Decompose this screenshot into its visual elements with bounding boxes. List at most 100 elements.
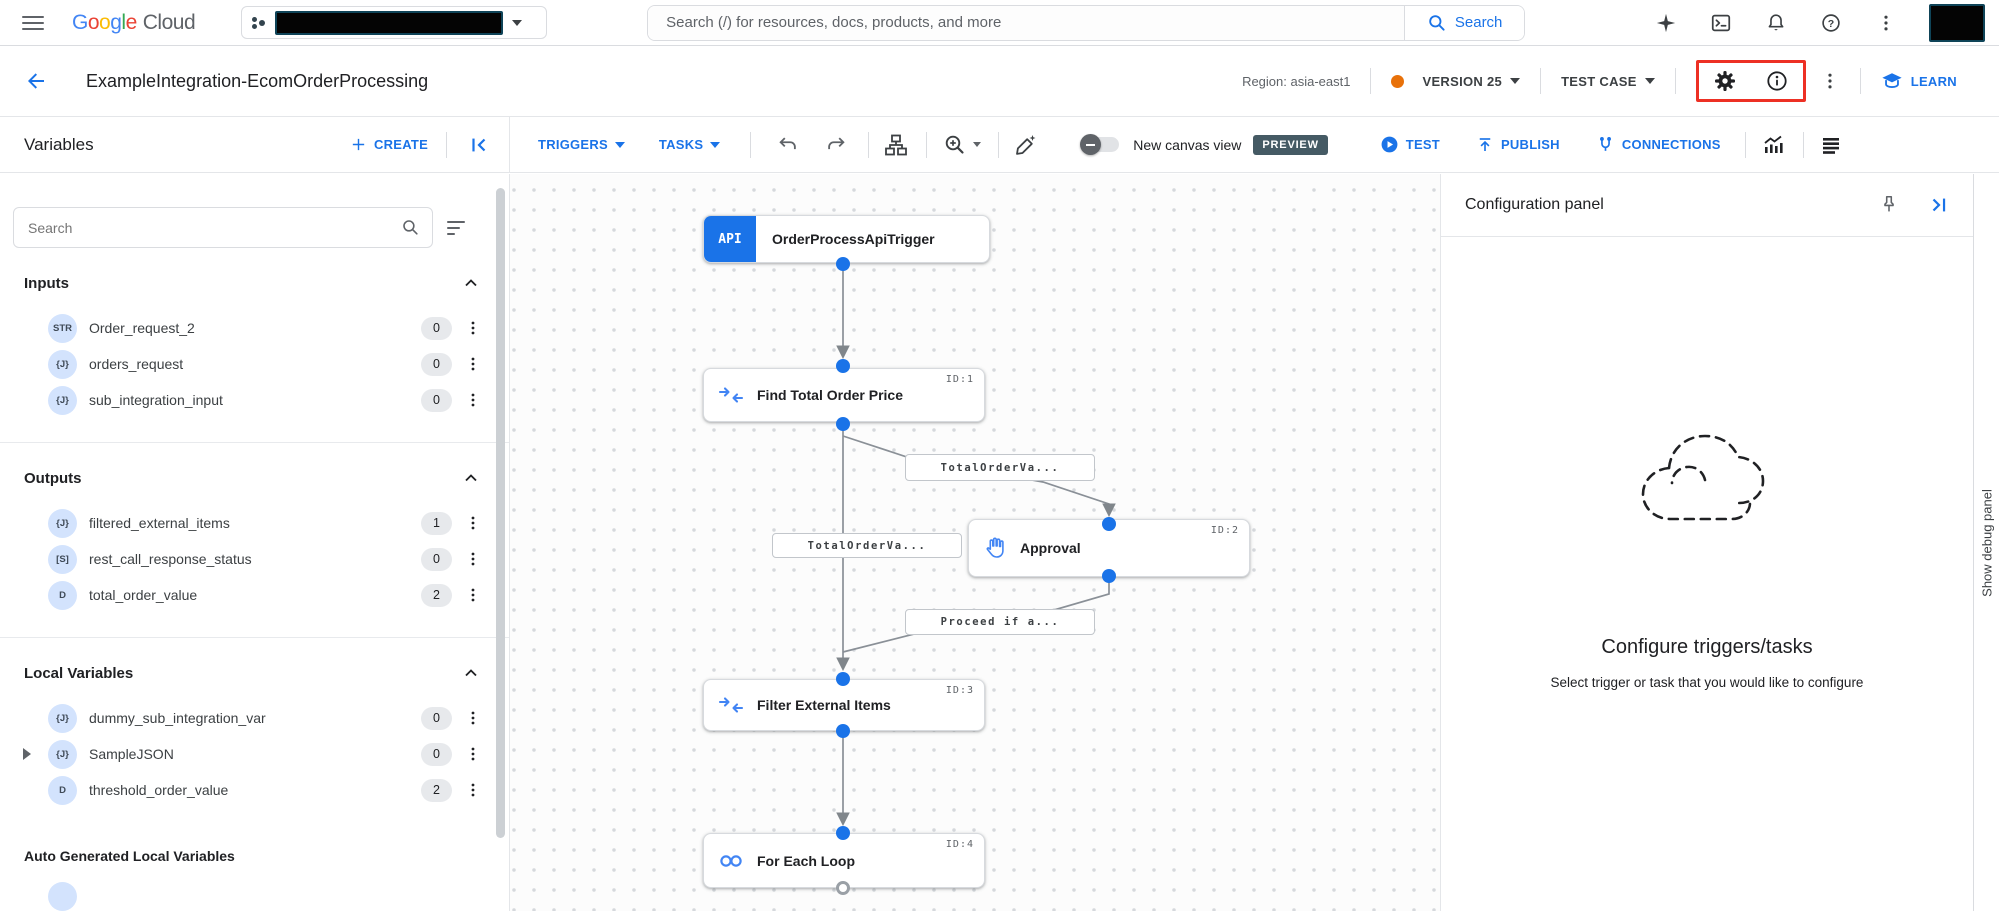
show-debug-panel-strip[interactable]: Show debug panel — [1973, 174, 1999, 911]
global-search-button[interactable]: Search — [1404, 5, 1525, 40]
node-approval[interactable]: ID:2 Approval — [968, 519, 1250, 577]
chevron-up-icon[interactable] — [461, 468, 481, 488]
node-filter-external-items[interactable]: ID:3 Filter External Items — [703, 679, 985, 731]
draft-status-dot — [1391, 74, 1405, 88]
variable-row[interactable]: {J} dummy_sub_integration_var 0 — [0, 700, 509, 736]
divider — [868, 131, 870, 158]
connector-dot[interactable] — [1102, 517, 1116, 531]
version-dropdown[interactable]: VERSION 25 — [1391, 74, 1521, 89]
redo-icon[interactable] — [822, 131, 850, 159]
notifications-bell-icon[interactable] — [1764, 11, 1788, 35]
undo-icon[interactable] — [774, 131, 802, 159]
more-vert-icon[interactable] — [465, 392, 481, 408]
global-search-input[interactable] — [648, 5, 1405, 40]
more-vert-icon[interactable] — [465, 710, 481, 726]
more-vert-icon[interactable] — [465, 320, 481, 336]
more-vert-icon[interactable] — [465, 782, 481, 798]
divider — [0, 442, 509, 443]
gemini-sparkle-icon[interactable] — [1654, 11, 1678, 35]
type-badge: {J} — [48, 703, 77, 733]
variable-row[interactable]: {J} sub_integration_input 0 — [0, 382, 509, 418]
more-vert-icon[interactable] — [465, 551, 481, 567]
magic-edit-icon[interactable] — [1012, 131, 1040, 159]
connector-dot[interactable] — [836, 826, 850, 840]
test-button[interactable]: TEST — [1380, 135, 1440, 154]
menu-icon[interactable] — [22, 15, 44, 30]
auto-layout-icon[interactable] — [882, 131, 910, 159]
info-icon[interactable] — [1765, 69, 1789, 93]
connector-dot[interactable] — [1102, 569, 1116, 583]
learn-button[interactable]: LEARN — [1881, 70, 1957, 92]
more-vert-icon[interactable] — [1874, 11, 1898, 35]
collapse-panel-right-icon[interactable] — [1925, 191, 1953, 219]
node-for-each-loop[interactable]: ID:4 For Each Loop — [703, 833, 985, 888]
tasks-dropdown[interactable]: TASKS — [658, 137, 721, 152]
google-cloud-logo[interactable]: Google Cloud — [72, 11, 196, 35]
chevron-up-icon[interactable] — [461, 663, 481, 683]
variable-row[interactable]: STR Order_request_2 0 — [0, 310, 509, 346]
variable-row[interactable]: D threshold_order_value 2 — [0, 772, 509, 808]
section-header-inputs[interactable]: Inputs — [0, 270, 509, 296]
edge-label[interactable]: TotalOrderVa... — [772, 533, 962, 558]
usage-count-badge: 0 — [421, 316, 452, 340]
header-actions: Region: asia-east1 VERSION 25 TEST CASE — [1242, 60, 1957, 102]
cloud-shell-icon[interactable] — [1709, 11, 1733, 35]
more-vert-icon[interactable] — [465, 515, 481, 531]
variable-row[interactable]: {J} SampleJSON 0 — [0, 736, 509, 772]
publish-button[interactable]: PUBLISH — [1476, 136, 1560, 154]
new-canvas-view-label: New canvas view — [1133, 136, 1242, 153]
test-case-dropdown[interactable]: TEST CASE — [1561, 74, 1655, 89]
sidebar-scrollbar[interactable] — [496, 188, 505, 838]
collapse-panel-left-icon[interactable] — [465, 131, 493, 159]
pin-icon[interactable] — [1875, 191, 1903, 219]
configure-subheading: Select trigger or task that you would li… — [1550, 675, 1864, 690]
sort-filter-icon[interactable] — [447, 220, 465, 235]
connector-dot-open[interactable] — [836, 881, 850, 895]
node-trigger[interactable]: API OrderProcessApiTrigger — [703, 215, 990, 263]
zoom-dropdown[interactable] — [940, 131, 984, 159]
new-canvas-view-toggle[interactable] — [1080, 134, 1120, 155]
settings-gear-icon[interactable] — [1713, 69, 1737, 93]
variable-row-partial[interactable] — [0, 878, 509, 911]
variable-row[interactable]: [S] rest_call_response_status 0 — [0, 541, 509, 577]
analytics-icon[interactable] — [1759, 131, 1787, 159]
project-selector[interactable] — [241, 6, 548, 39]
node-find-total-order-price[interactable]: ID:1 Find Total Order Price — [703, 368, 985, 422]
search-icon — [1429, 14, 1445, 31]
section-header-outputs[interactable]: Outputs — [0, 465, 509, 491]
connections-button[interactable]: CONNECTIONS — [1596, 135, 1721, 154]
help-icon[interactable]: ? — [1819, 11, 1843, 35]
back-arrow-icon[interactable] — [24, 69, 48, 93]
type-badge: {J} — [48, 349, 77, 379]
connector-dot[interactable] — [836, 724, 850, 738]
section-header-local-variables[interactable]: Local Variables — [0, 660, 509, 686]
connector-dot[interactable] — [836, 359, 850, 373]
edge-label[interactable]: Proceed if a... — [905, 609, 1095, 635]
divider — [1859, 68, 1861, 94]
variable-row[interactable]: {J} orders_request 0 — [0, 346, 509, 382]
connector-dot[interactable] — [836, 417, 850, 431]
sidebar-search-box — [13, 207, 433, 248]
configuration-panel-header: Configuration panel — [1441, 174, 1973, 237]
edge-label[interactable]: TotalOrderVa... — [905, 454, 1095, 481]
create-variable-button[interactable]: CREATE — [350, 136, 428, 153]
variable-name: dummy_sub_integration_var — [89, 710, 266, 726]
flow-canvas[interactable]: API OrderProcessApiTrigger ID:1 Find Tot… — [510, 174, 1440, 911]
more-vert-icon[interactable] — [1820, 71, 1840, 91]
connector-dot[interactable] — [836, 257, 850, 271]
more-vert-icon[interactable] — [465, 587, 481, 603]
variable-row[interactable]: {J} filtered_external_items 1 — [0, 505, 509, 541]
avatar[interactable] — [1929, 3, 1985, 42]
execution-logs-icon[interactable] — [1817, 131, 1845, 159]
tasks-label: TASKS — [658, 137, 704, 152]
sidebar-search-input[interactable] — [28, 219, 401, 236]
more-vert-icon[interactable] — [465, 356, 481, 372]
loop-icon — [718, 851, 744, 871]
variable-row[interactable]: D total_order_value 2 — [0, 577, 509, 613]
chevron-up-icon[interactable] — [461, 273, 481, 293]
connector-dot[interactable] — [836, 672, 850, 686]
expand-triangle-icon[interactable] — [23, 748, 31, 760]
triggers-dropdown[interactable]: TRIGGERS — [538, 137, 625, 152]
more-vert-icon[interactable] — [465, 746, 481, 762]
